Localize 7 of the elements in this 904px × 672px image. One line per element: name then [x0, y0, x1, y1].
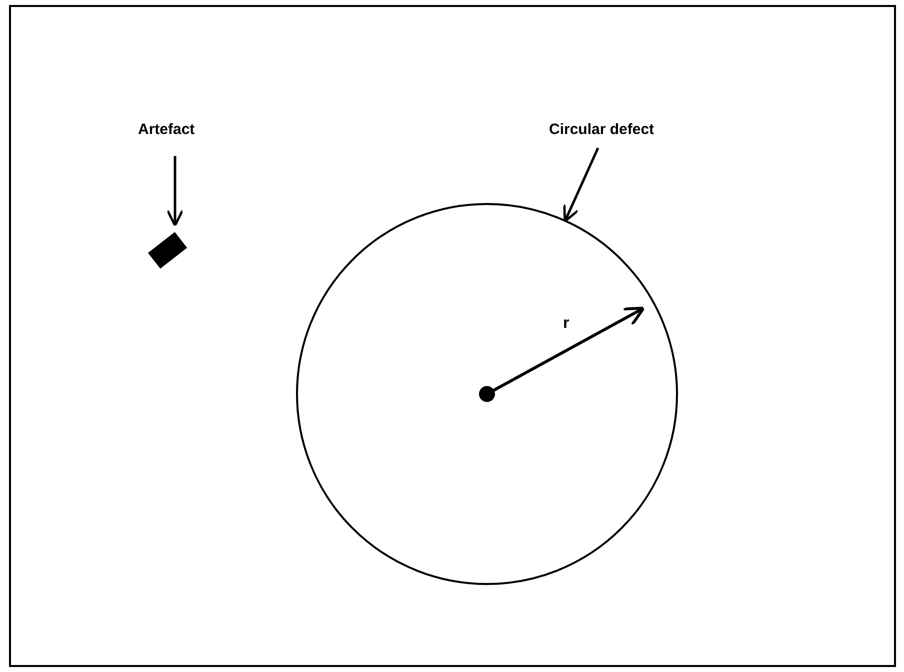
artefact-mark [148, 232, 188, 268]
callout-label: Artefact [138, 121, 195, 138]
callout-label: Circular defect [549, 121, 654, 138]
leader-arrow [563, 147, 600, 222]
defect-circle [296, 203, 678, 585]
leader-arrow [166, 156, 184, 227]
radius-label: r [563, 315, 570, 333]
